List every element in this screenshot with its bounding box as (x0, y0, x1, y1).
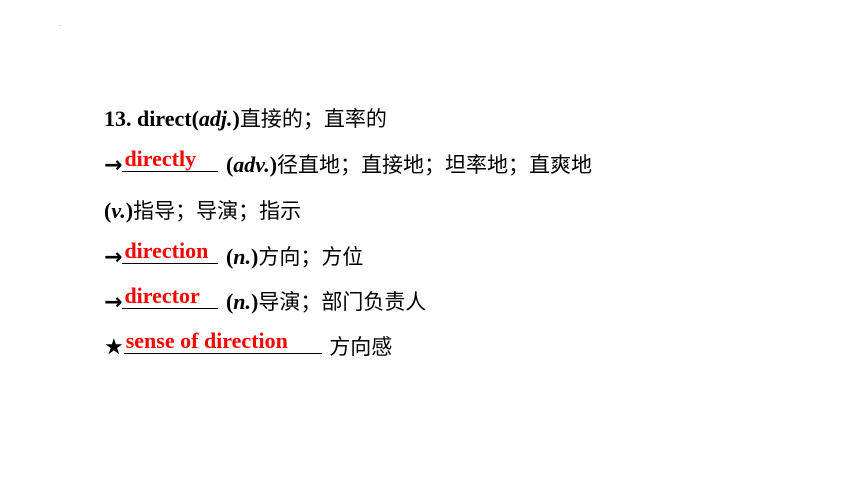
pos-label: v. (111, 198, 126, 223)
answer-direction: direction (124, 238, 209, 263)
meaning-text: 方向；方位 (258, 245, 364, 269)
corner-dot: . (59, 19, 61, 28)
verb-line: (v.)指导；导演；指示 (104, 198, 302, 223)
entry-word: direct (137, 106, 192, 131)
arrow-icon: → (104, 290, 123, 315)
entry-number: 13. (104, 106, 132, 131)
arrow-icon: → (104, 153, 123, 178)
meaning-text: 方向感 (329, 335, 393, 359)
derivative-line-direction: →direction (n.)方向；方位 (104, 238, 364, 271)
answer-directly: directly (124, 146, 197, 171)
entry-meaning: 直接的；直率的 (239, 107, 387, 131)
answer-blank: director (122, 283, 219, 309)
meaning-text: 径直地；直接地；坦率地；直爽地 (277, 153, 593, 177)
arrow-icon: → (104, 245, 123, 270)
pos-label: adv. (233, 152, 270, 177)
pos-label: n. (233, 244, 252, 269)
star-icon: ★ (104, 335, 124, 360)
answer-sense-of-direction: sense of direction (125, 328, 288, 353)
derivative-line-director: →director (n.)导演；部门负责人 (104, 283, 427, 316)
entry-line: 13. direct(adj.)直接的；直率的 (104, 106, 387, 131)
meaning-text: 导演；部门负责人 (258, 290, 427, 314)
answer-blank: directly (122, 146, 219, 172)
answer-blank: direction (122, 238, 219, 264)
answer-blank: sense of direction (123, 328, 322, 354)
meaning-text: 指导；导演；指示 (133, 199, 302, 223)
entry-pos: adj. (198, 106, 233, 131)
pos-label: n. (233, 289, 252, 314)
answer-director: director (124, 283, 200, 308)
derivative-line-directly: →directly (adv.)径直地；直接地；坦率地；直爽地 (104, 146, 593, 179)
phrase-line: ★sense of direction 方向感 (104, 328, 393, 363)
